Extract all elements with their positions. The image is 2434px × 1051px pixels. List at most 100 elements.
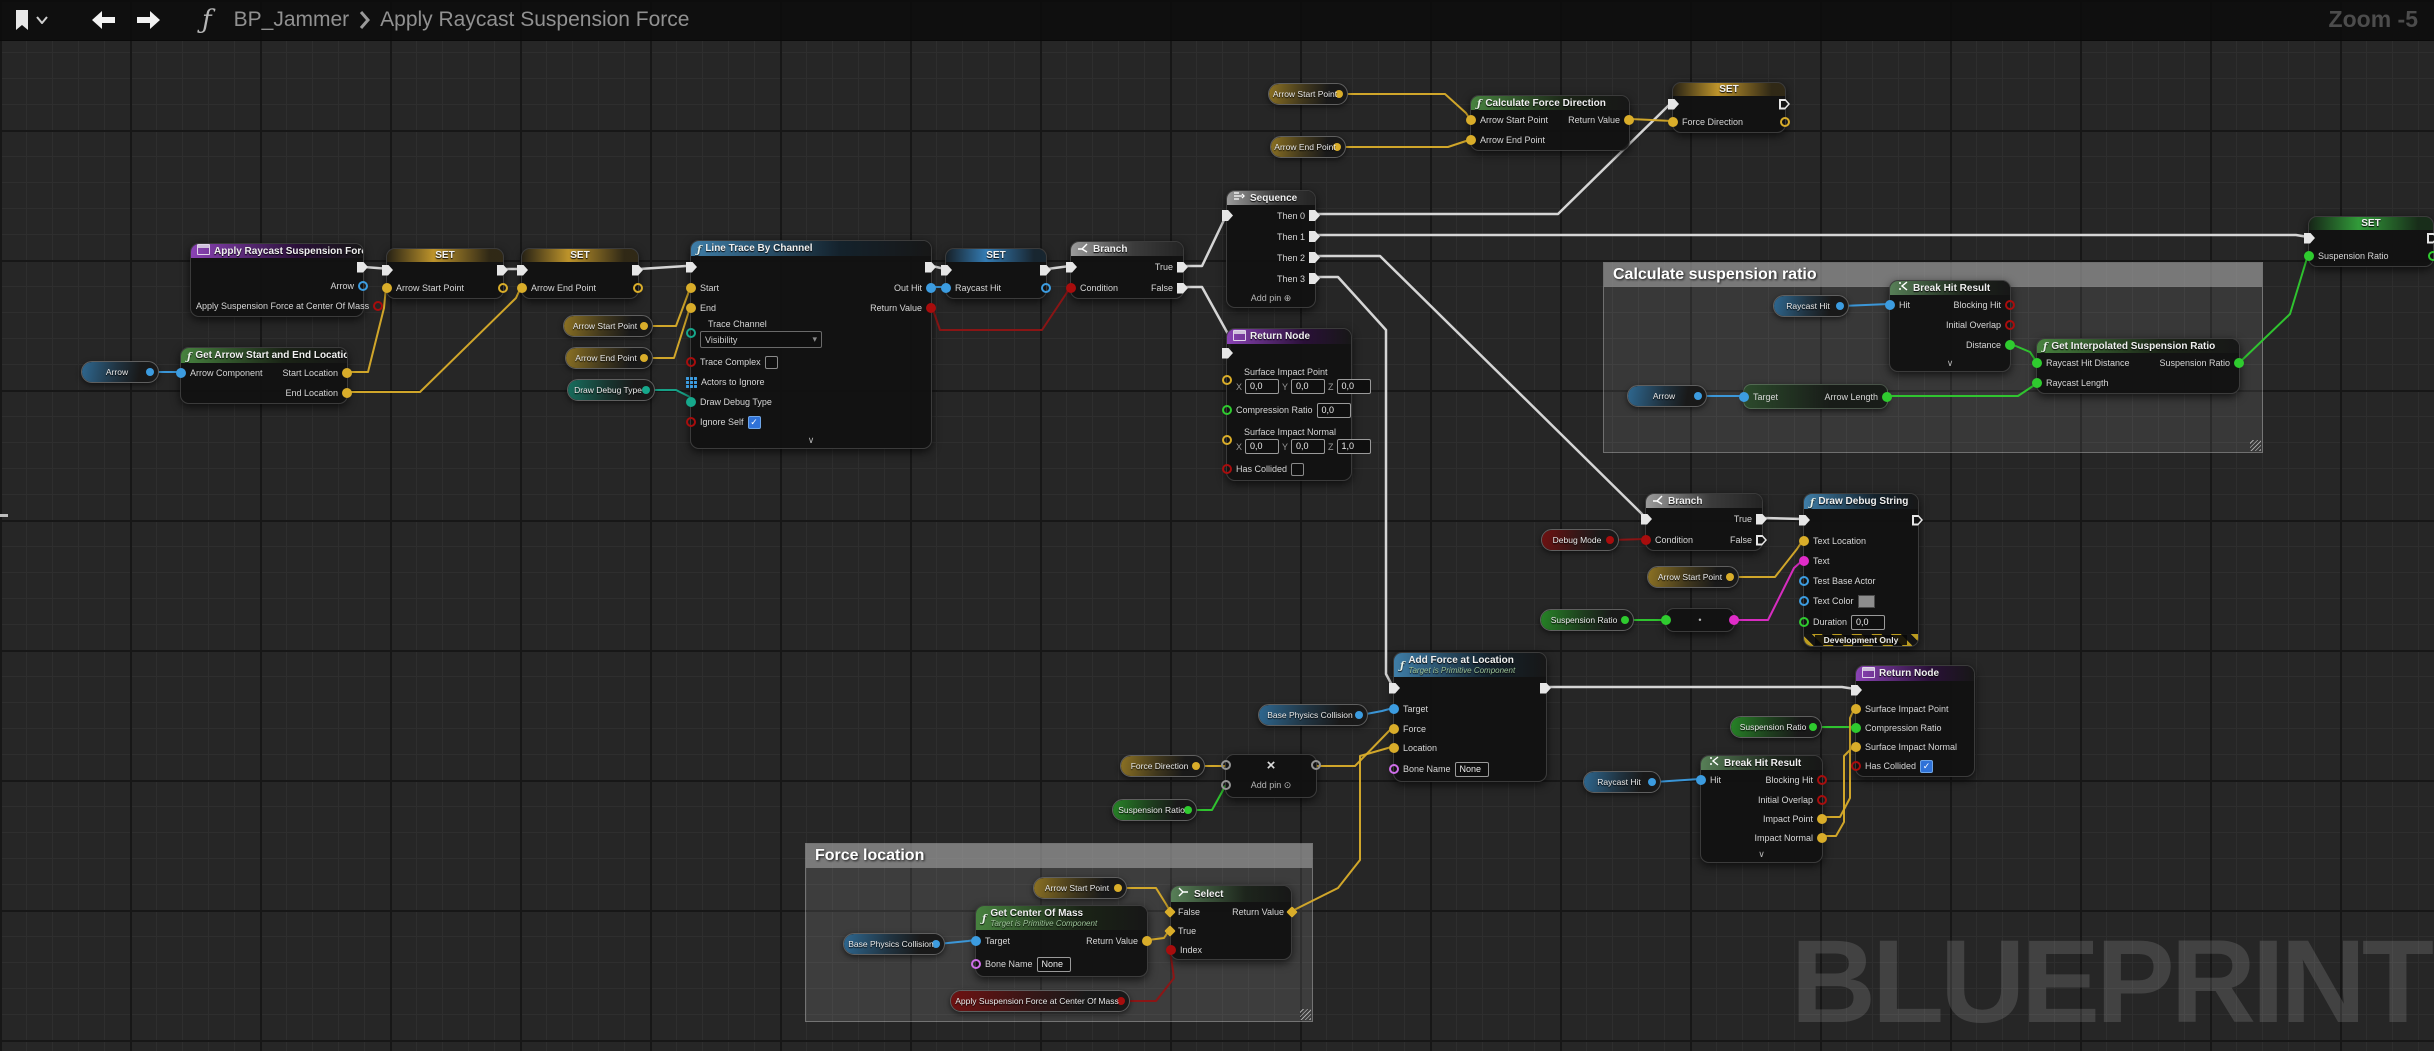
pin-pin[interactable] — [1222, 374, 1232, 385]
pin-pin[interactable] — [1066, 261, 1077, 273]
var-aep-lt[interactable]: Arrow End Point — [565, 347, 653, 369]
var-rayhit-b[interactable]: Raycast Hit — [1583, 771, 1661, 793]
vector-z-field[interactable]: 1,0 — [1336, 439, 1371, 454]
vector-x-field[interactable]: 0,0 — [1245, 439, 1280, 454]
actors-to-ignore-pin[interactable] — [686, 376, 697, 388]
arrow-start-point-output-pin[interactable] — [1335, 90, 1343, 98]
surface-impact-point-pin[interactable] — [1851, 703, 1861, 714]
suspension-ratio-output-pin[interactable] — [1809, 723, 1817, 731]
var-arrow-left[interactable]: Arrow — [81, 361, 159, 383]
expand-chevron-icon[interactable]: ∨ — [1758, 849, 1765, 859]
comment-resize-handle[interactable] — [1300, 1009, 1311, 1020]
index-pin[interactable] — [1166, 944, 1176, 955]
pin-pin[interactable] — [1221, 780, 1231, 790]
arrow-end-point-pin[interactable] — [1466, 135, 1476, 145]
checkbox[interactable] — [1291, 462, 1305, 476]
node-multiply[interactable]: ×Add pin ⊙ — [1221, 754, 1321, 798]
text-color-pin[interactable] — [1799, 596, 1809, 606]
add-pin-button[interactable]: Add pin ⊕ — [1250, 292, 1292, 303]
blocking-hit-pin[interactable] — [2005, 300, 2015, 310]
pin-pin[interactable] — [1661, 615, 1671, 625]
draw-debug-type-output-pin[interactable] — [642, 386, 650, 394]
initial-overlap-pin[interactable] — [1817, 794, 1827, 805]
impact-point-pin[interactable] — [1817, 813, 1827, 824]
surface-impact-normal-pin[interactable] — [1851, 741, 1861, 752]
raycast-hit-output-pin[interactable] — [1836, 302, 1844, 310]
return-value-pin[interactable] — [926, 303, 936, 313]
pin-pin[interactable] — [632, 264, 643, 276]
pin-pin[interactable] — [1780, 117, 1790, 127]
pin-pin[interactable] — [1668, 98, 1679, 110]
compression-ratio-pin[interactable] — [1851, 722, 1861, 733]
location-pin[interactable] — [1389, 742, 1399, 753]
true-pin[interactable] — [1756, 513, 1767, 525]
out-hit-pin[interactable] — [926, 283, 936, 293]
text-field[interactable]: None — [1036, 956, 1071, 972]
target-pin[interactable] — [1389, 704, 1399, 714]
true-pin[interactable] — [1177, 261, 1188, 273]
pin-pin[interactable] — [1799, 514, 1810, 526]
color-swatch[interactable] — [1857, 594, 1875, 608]
condition-pin[interactable] — [1641, 535, 1651, 545]
debug-mode-output-pin[interactable] — [1606, 536, 1614, 544]
pin-pin[interactable] — [941, 264, 952, 276]
arrow-start-point-output-pin[interactable] — [640, 322, 648, 330]
checkbox[interactable] — [764, 355, 778, 369]
condition-pin[interactable] — [1066, 283, 1076, 293]
compression-ratio-pin[interactable] — [1222, 405, 1232, 415]
arrow-component-pin[interactable] — [176, 368, 186, 378]
float-field[interactable]: 0,0 — [1851, 614, 1886, 630]
var-fd-add[interactable]: Force Direction — [1120, 755, 1205, 777]
hit-pin[interactable] — [1696, 775, 1706, 785]
node-to-string-conv[interactable]: • — [1661, 608, 1739, 632]
checkbox[interactable]: ✓ — [747, 415, 761, 429]
back-button[interactable] — [90, 10, 116, 30]
return-value-pin[interactable] — [1286, 905, 1298, 918]
pin-pin[interactable] — [1851, 684, 1862, 696]
bone-name-pin[interactable] — [971, 959, 981, 969]
distance-pin[interactable] — [2005, 340, 2015, 350]
arrow-output-pin[interactable] — [146, 368, 154, 376]
has-collided-pin[interactable] — [1222, 464, 1232, 474]
trace-complex-pin[interactable] — [686, 357, 696, 367]
var-sr-add[interactable]: Suspension Ratio — [1112, 799, 1197, 821]
pin-pin[interactable] — [517, 264, 528, 276]
pin-pin[interactable] — [2304, 232, 2315, 244]
arrow-start-point-pin[interactable] — [1466, 115, 1476, 125]
then-3-pin[interactable] — [1309, 273, 1320, 284]
force-direction-output-pin[interactable] — [1192, 762, 1200, 770]
var-sr-dbg[interactable]: Suspension Ratio — [1540, 609, 1634, 631]
force-direction-pin[interactable] — [1668, 117, 1678, 127]
bookmark-dropdown-chevron-icon[interactable] — [36, 16, 48, 24]
vector-z-field[interactable]: 0,0 — [1336, 379, 1371, 394]
pin-pin[interactable] — [1912, 514, 1923, 526]
blocking-hit-pin[interactable] — [1817, 775, 1827, 785]
start-location-pin[interactable] — [342, 368, 352, 378]
comment-resize-handle[interactable] — [2250, 440, 2261, 451]
false-pin[interactable] — [1756, 534, 1767, 546]
pin-pin[interactable] — [357, 261, 368, 273]
pin-pin[interactable] — [633, 283, 643, 293]
add-pin-button[interactable]: Add pin ⊙ — [1250, 779, 1292, 790]
raycast-hit-distance-pin[interactable] — [2032, 358, 2042, 368]
expand-chevron-icon[interactable]: ∨ — [1946, 357, 1954, 368]
text-pin[interactable] — [1799, 556, 1809, 566]
checkbox[interactable]: ✓ — [1920, 759, 1934, 773]
arrow-start-point-output-pin[interactable] — [1114, 884, 1122, 892]
pin-pin[interactable] — [1389, 682, 1400, 694]
arrow-end-point-output-pin[interactable] — [640, 354, 648, 362]
start-pin[interactable] — [686, 283, 696, 293]
base-physics-collision-output-pin[interactable] — [1355, 711, 1363, 719]
